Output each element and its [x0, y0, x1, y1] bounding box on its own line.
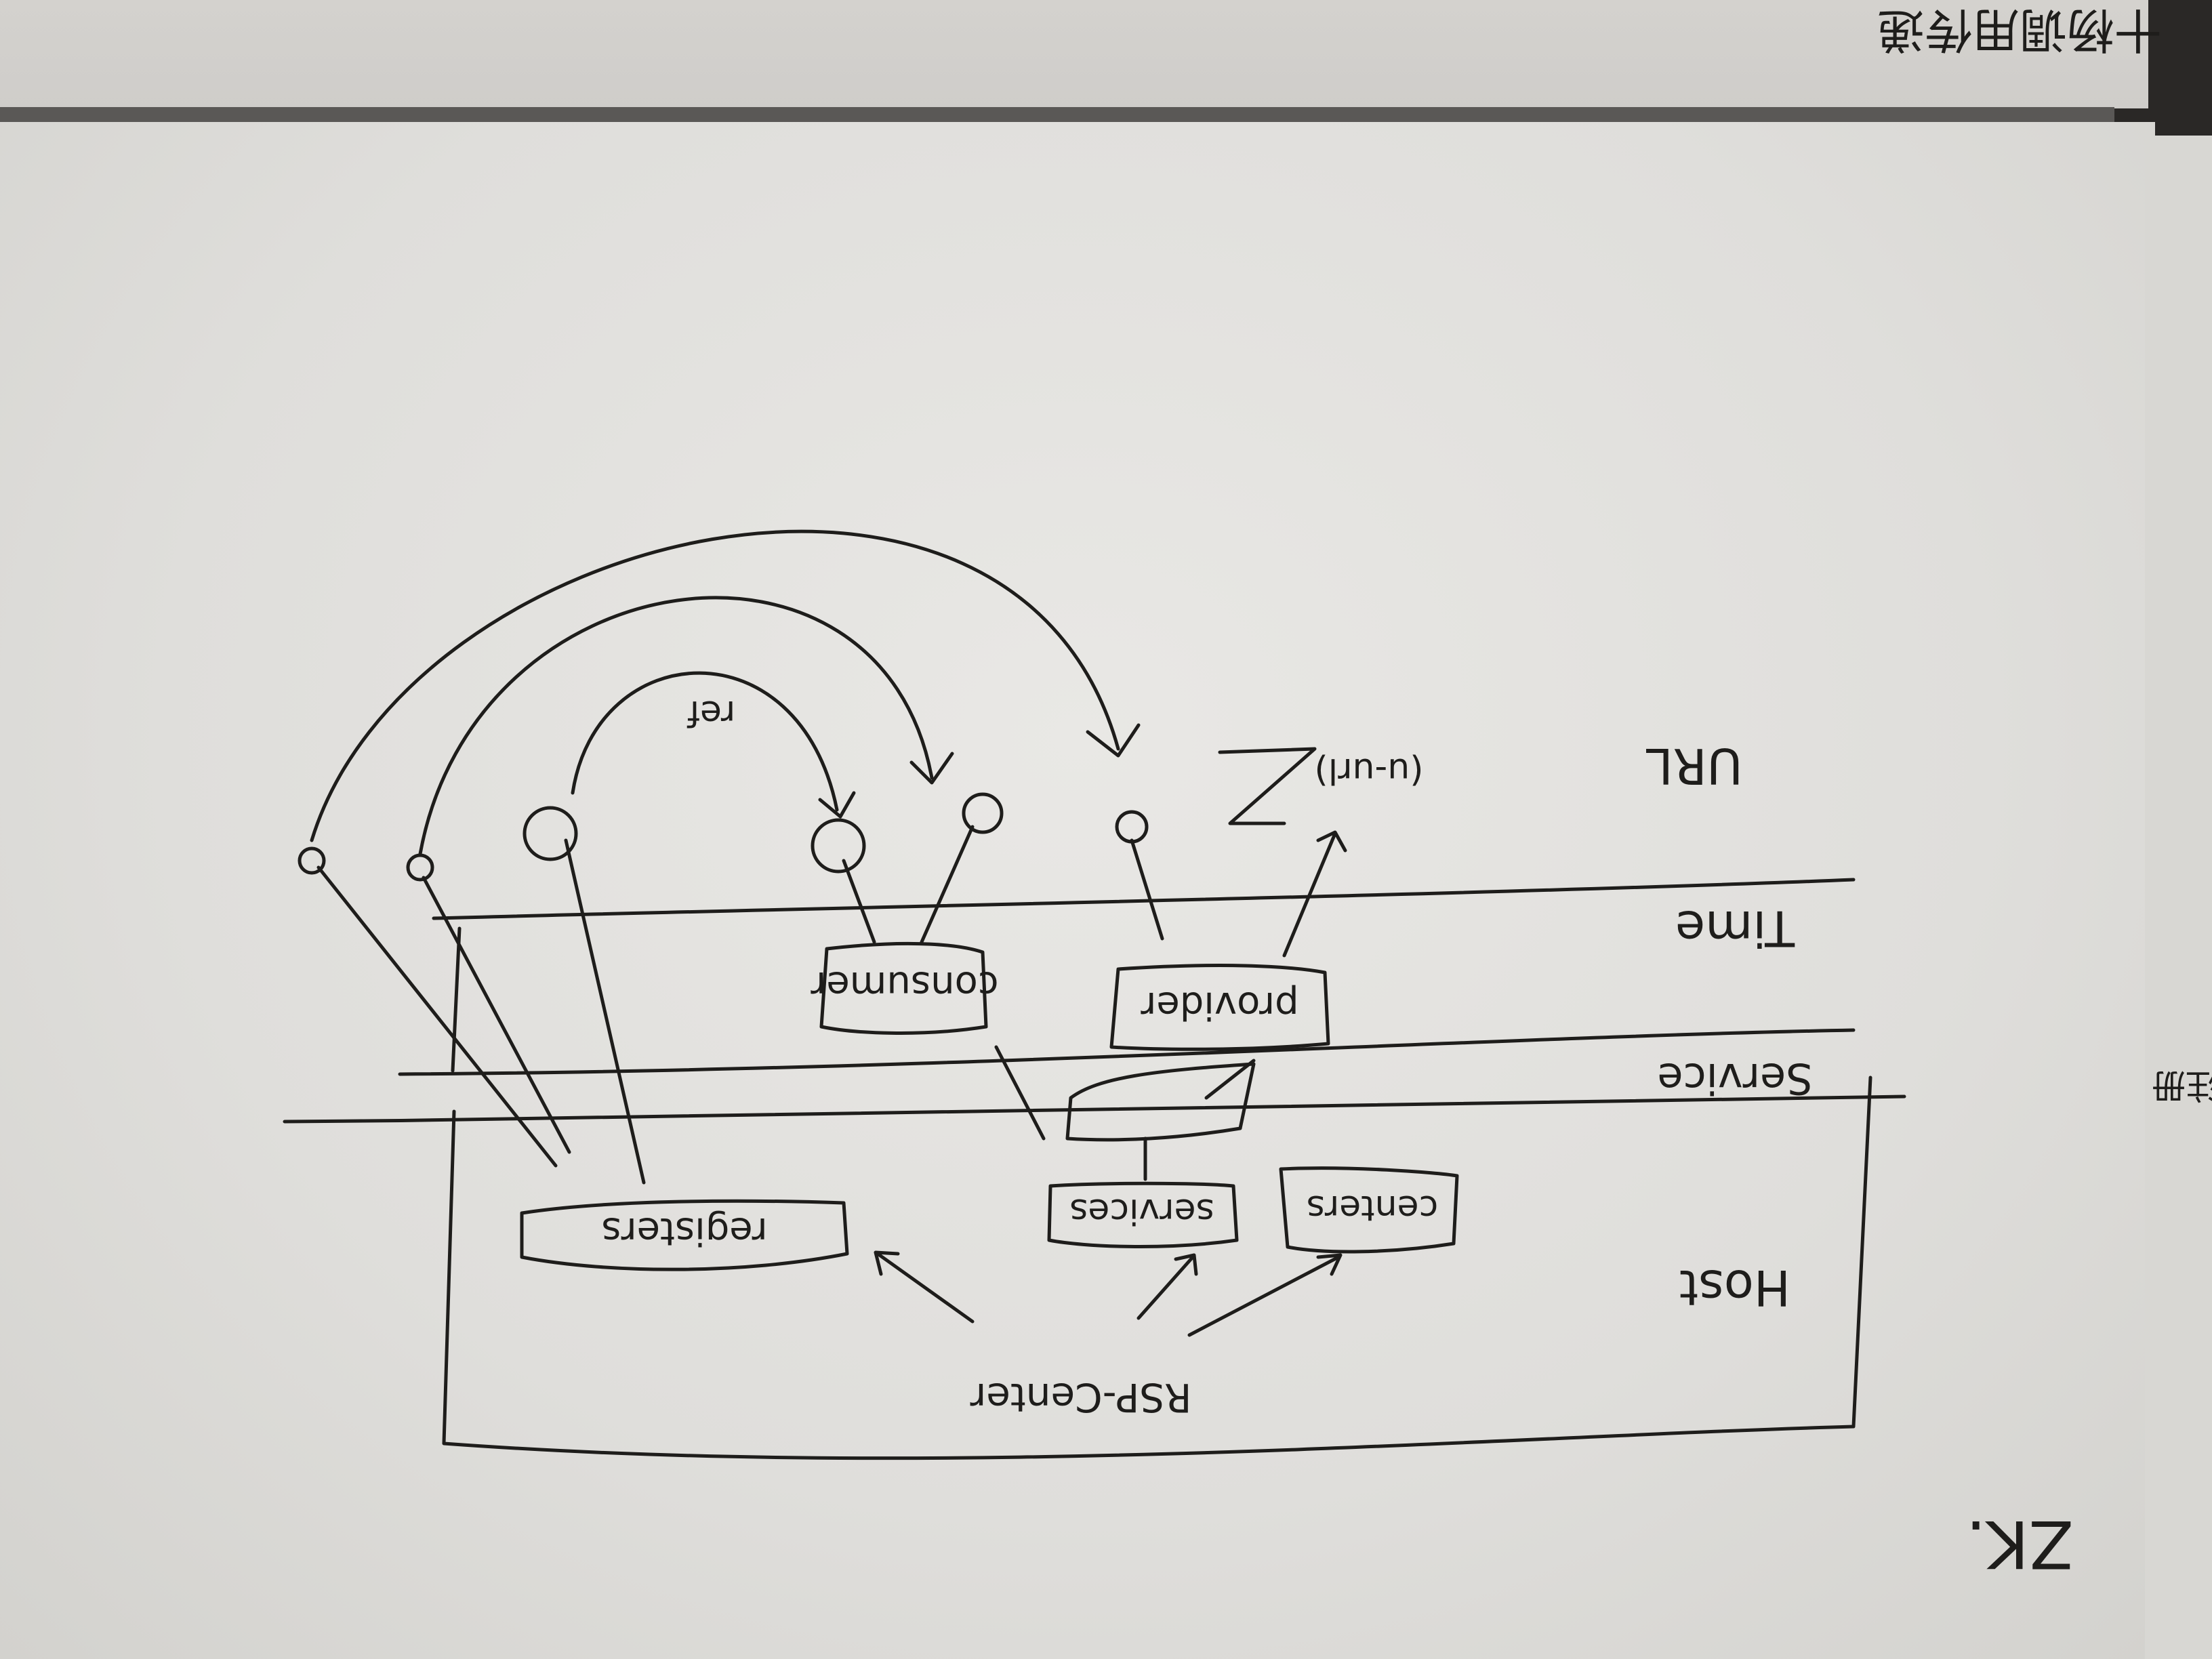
- node-circle-1: [298, 846, 326, 875]
- arc-outer: [310, 529, 1120, 842]
- ref-label: ref: [687, 693, 735, 733]
- arrowhead-inner: [818, 791, 856, 819]
- node-label-services: services: [1069, 1191, 1214, 1231]
- stem-6: [1130, 838, 1164, 941]
- provider-up-arrow: [1282, 830, 1347, 958]
- url-zigzag: [1218, 747, 1317, 825]
- vertical-drop: [451, 926, 462, 1073]
- main-paper-sheet: [0, 122, 2155, 1659]
- right-edge-note: 注册: [2152, 1066, 2212, 1105]
- node-circle-5: [962, 792, 1004, 834]
- node-label-provider: provider: [1140, 983, 1298, 1027]
- node-circle-3: [523, 806, 578, 861]
- centers-box-outline: [1279, 1166, 1459, 1254]
- link-bridge-provider: [1204, 1059, 1256, 1100]
- layer-label-url: URL: [1646, 737, 1743, 794]
- top-header-text: 十杨调用传递: [1877, 2, 2162, 58]
- arrowhead-outer: [1086, 723, 1141, 758]
- dark-strip: [0, 107, 2114, 122]
- node-label-centers: centers: [1307, 1187, 1438, 1228]
- rsp-arrow-registers: [874, 1250, 975, 1324]
- services-box-outline: [1047, 1181, 1239, 1248]
- provider-box-outline: [1109, 964, 1330, 1051]
- link-bridge-consumer: [994, 1045, 1046, 1141]
- arrowhead-middle: [909, 752, 954, 785]
- layer-line-2: [398, 1028, 1856, 1076]
- node-label-registers: registers: [601, 1209, 767, 1253]
- layer-label-service: Service: [1657, 1054, 1812, 1103]
- service-bridge-shape: [1065, 1062, 1256, 1142]
- rsp-center-label: RSP-Center: [970, 1374, 1191, 1420]
- node-circle-2: [406, 853, 434, 882]
- stem-1: [316, 865, 558, 1168]
- arc-middle: [418, 596, 934, 856]
- rsp-arrow-centers: [1187, 1253, 1343, 1337]
- stem-3: [564, 838, 646, 1185]
- right-paper-sheet: [2145, 136, 2212, 1659]
- layer-line-1: [432, 878, 1856, 920]
- rsp-arrow-services: [1136, 1253, 1198, 1320]
- node-circle-4: [811, 818, 866, 874]
- layer-label-time: Time: [1675, 900, 1795, 957]
- stem-2: [422, 876, 571, 1154]
- url-note: (u-url): [1314, 750, 1423, 791]
- stem-5: [920, 825, 975, 944]
- stem-4: [842, 859, 876, 944]
- registers-box-outline: [520, 1199, 849, 1271]
- arc-inner-ref: [571, 671, 839, 812]
- top-paper-sheet: [0, 0, 2148, 108]
- node-label-consumer: consumer: [810, 963, 998, 1007]
- layer-label-host: Host: [1679, 1259, 1790, 1316]
- consumer-box-outline: [819, 941, 988, 1035]
- host-layer-box: [442, 1076, 1872, 1460]
- layer-line-3: [283, 1094, 1906, 1124]
- zk-note: ZK.: [1965, 1506, 2073, 1582]
- node-circle-6: [1115, 810, 1149, 844]
